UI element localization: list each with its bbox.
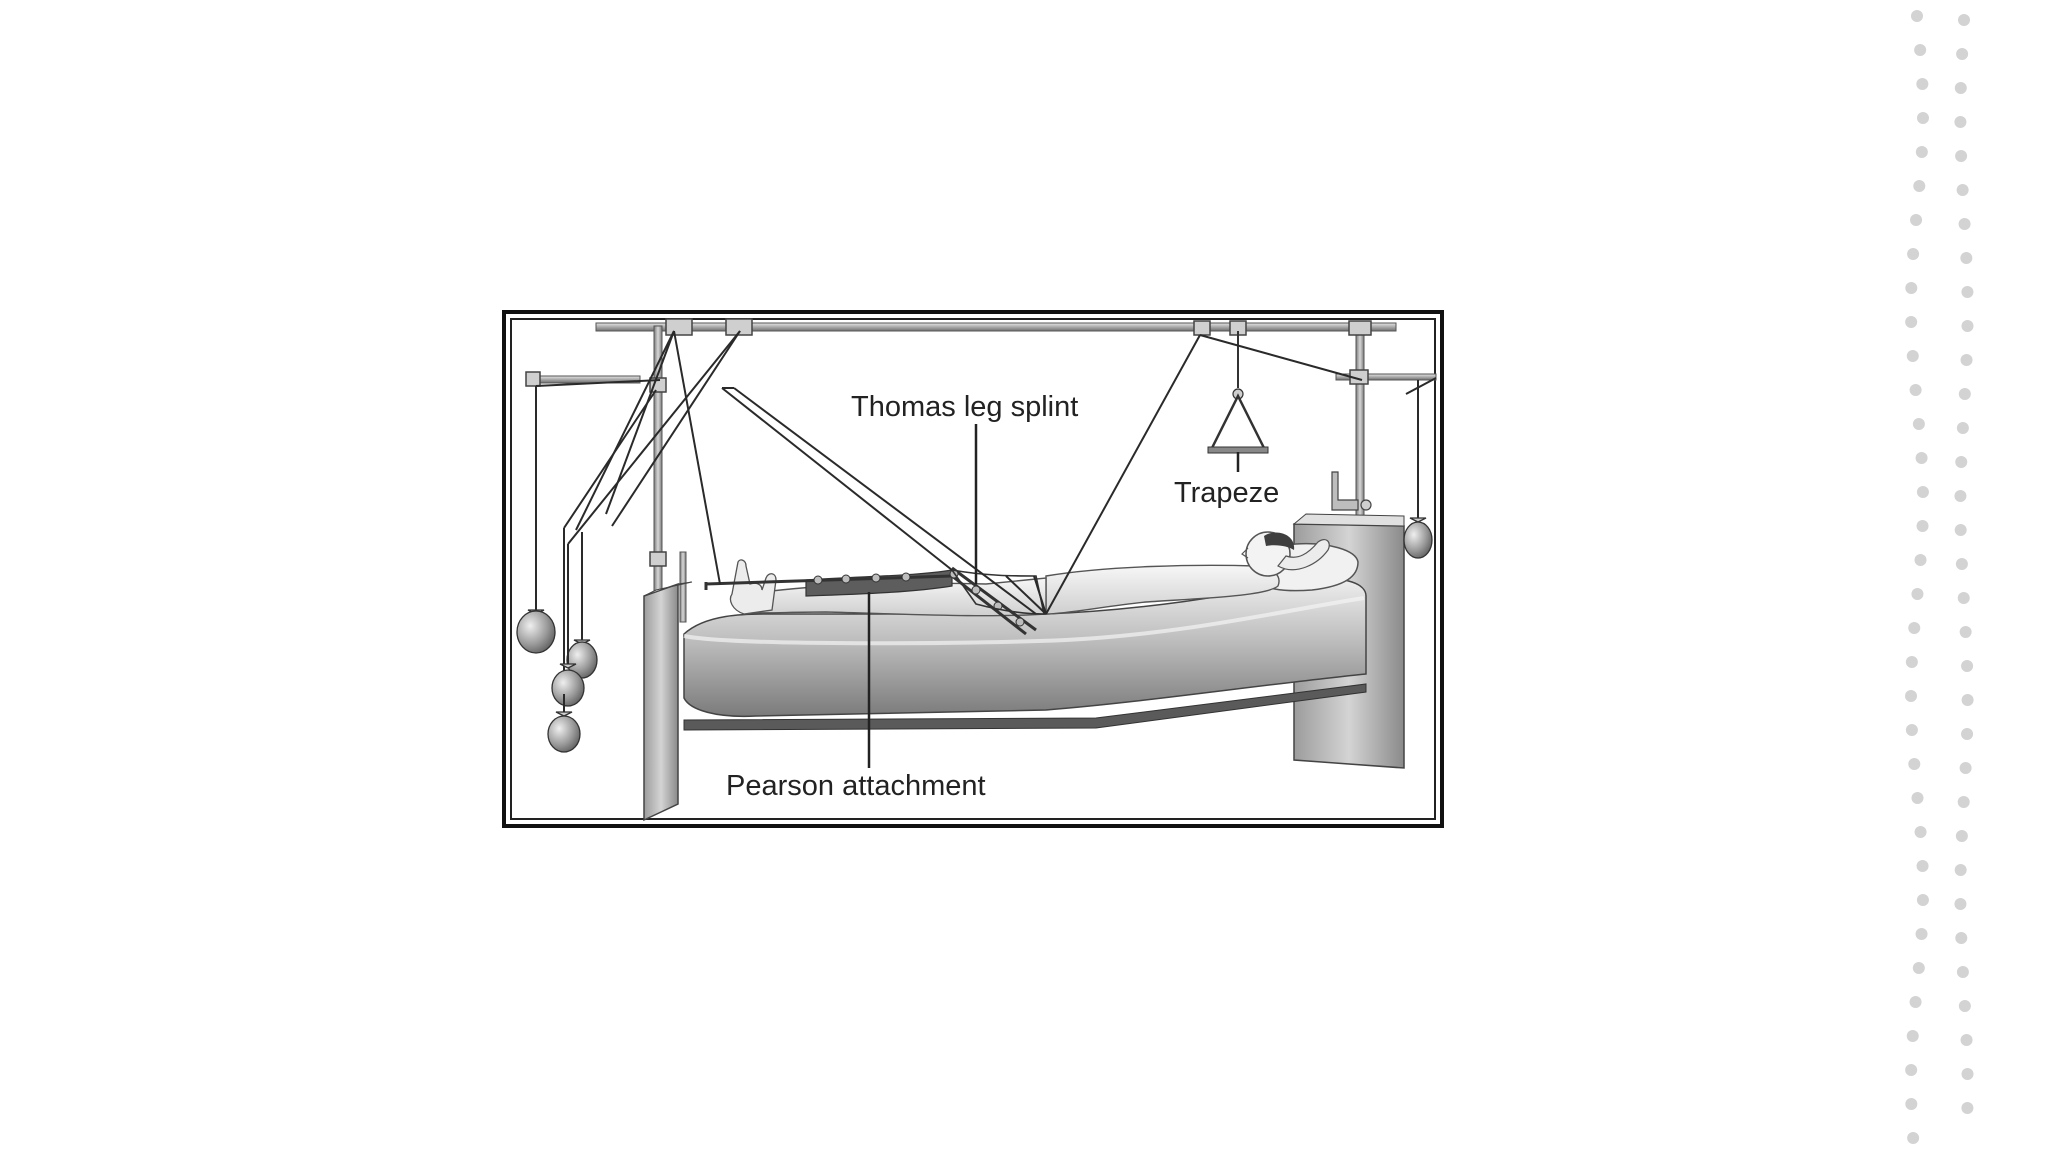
decorative-dot [1905,316,1918,328]
decorative-dot [1916,112,1929,124]
decorative-dot [1960,354,1973,366]
overhead-frame-bar [595,322,1397,332]
decorative-dot [1954,82,1967,94]
patient-torso [1045,564,1280,615]
decorative-dot [1956,966,1969,978]
decorative-dot [1906,1030,1919,1042]
decorative-dot [1905,282,1918,294]
decorative-dot [1954,116,1967,128]
decorative-dot [1916,78,1929,90]
decorative-dot [1911,10,1923,22]
traction-diagram-figure: Thomas leg splint Trapeze Pearson attach… [502,310,1444,828]
decorative-dot [1912,418,1925,430]
decorative-dot [1908,622,1921,634]
decorative-dot [1916,860,1929,872]
decorative-dot [1955,150,1968,162]
decorative-dot [1956,422,1969,434]
right-frame-arm [1335,373,1437,381]
decorative-dot [1954,490,1967,502]
decorative-dot [1960,252,1973,264]
patient-arm [1277,538,1330,571]
traction-weights [516,517,1433,753]
label-pearson-attachment: Pearson attachment [726,770,986,802]
decorative-dot [1914,44,1927,56]
decorative-dot [1958,218,1971,230]
decorative-dot [1916,894,1929,906]
decorative-dot [1958,14,1970,26]
decorative-dot [1957,592,1970,604]
decorative-dot [1961,694,1974,706]
weight-4 [547,715,581,753]
right-frame-post [1355,325,1365,527]
frame-clamps [525,318,1372,567]
decorative-dot [1906,350,1919,362]
decorative-dot [1959,626,1972,638]
decorative-dot [1909,384,1922,396]
decorative-dot [1915,452,1928,464]
decorative-dot [1955,830,1968,842]
decorative-dot [1907,248,1920,260]
decorative-dot [1905,724,1918,736]
decorative-dot [1961,728,1974,740]
decorative-dot [1905,656,1918,668]
decorative-dot [1910,214,1923,226]
label-trapeze: Trapeze [1174,477,1279,509]
decorative-dot [1954,898,1967,910]
decorative-dot [1961,286,1974,298]
decorative-dot [1905,1098,1918,1110]
label-thomas-leg-splint: Thomas leg splint [851,391,1078,423]
weight-5 [1403,521,1433,559]
decorative-dot [1915,146,1928,158]
decorative-dot [1955,558,1968,570]
decorative-dot [1959,762,1972,774]
traction-diagram: Thomas leg splint Trapeze Pearson attach… [516,318,1437,822]
decorative-dot [1958,388,1971,400]
decorative-dot [1961,660,1974,672]
weight-3 [551,669,585,707]
trapeze-bar [1209,393,1267,450]
decorative-dot [1905,1064,1918,1076]
decorative-dot-pattern [1905,10,1974,1144]
decorative-dot [1961,320,1974,332]
decorative-dot [1916,486,1929,498]
decorative-dot [1911,792,1924,804]
decorative-dot [1912,962,1925,974]
decorative-dot [1908,758,1921,770]
decorative-dot [1961,1102,1974,1114]
decorative-dot [1955,932,1968,944]
decorative-dot [1905,690,1917,702]
decorative-dot [1961,1068,1974,1080]
bed-frame [683,683,1367,731]
decorative-dot [1911,588,1924,600]
decorative-dot [1958,1000,1971,1012]
headboard-clamp [1331,471,1359,511]
left-short-post [679,551,687,623]
decorative-dot [1916,520,1929,532]
patient-feet [729,559,777,615]
decorative-dot [1956,184,1969,196]
decorative-dot [1915,928,1928,940]
decorative-dot [1907,1132,1920,1144]
decorative-dot [1960,1034,1973,1046]
decorative-dot [1955,456,1968,468]
figure-inner-border [510,318,1436,820]
traction-ropes [535,330,1437,694]
decorative-dot [1914,826,1927,838]
decorative-dot [1914,554,1927,566]
decorative-dot [1956,48,1969,60]
decorative-dot [1913,180,1926,192]
decorative-dot [1954,524,1967,536]
footboard [643,582,679,822]
weight-1 [516,610,556,654]
decorative-dot [1954,864,1967,876]
decorative-dot [1909,996,1922,1008]
decorative-dot [1957,796,1970,808]
